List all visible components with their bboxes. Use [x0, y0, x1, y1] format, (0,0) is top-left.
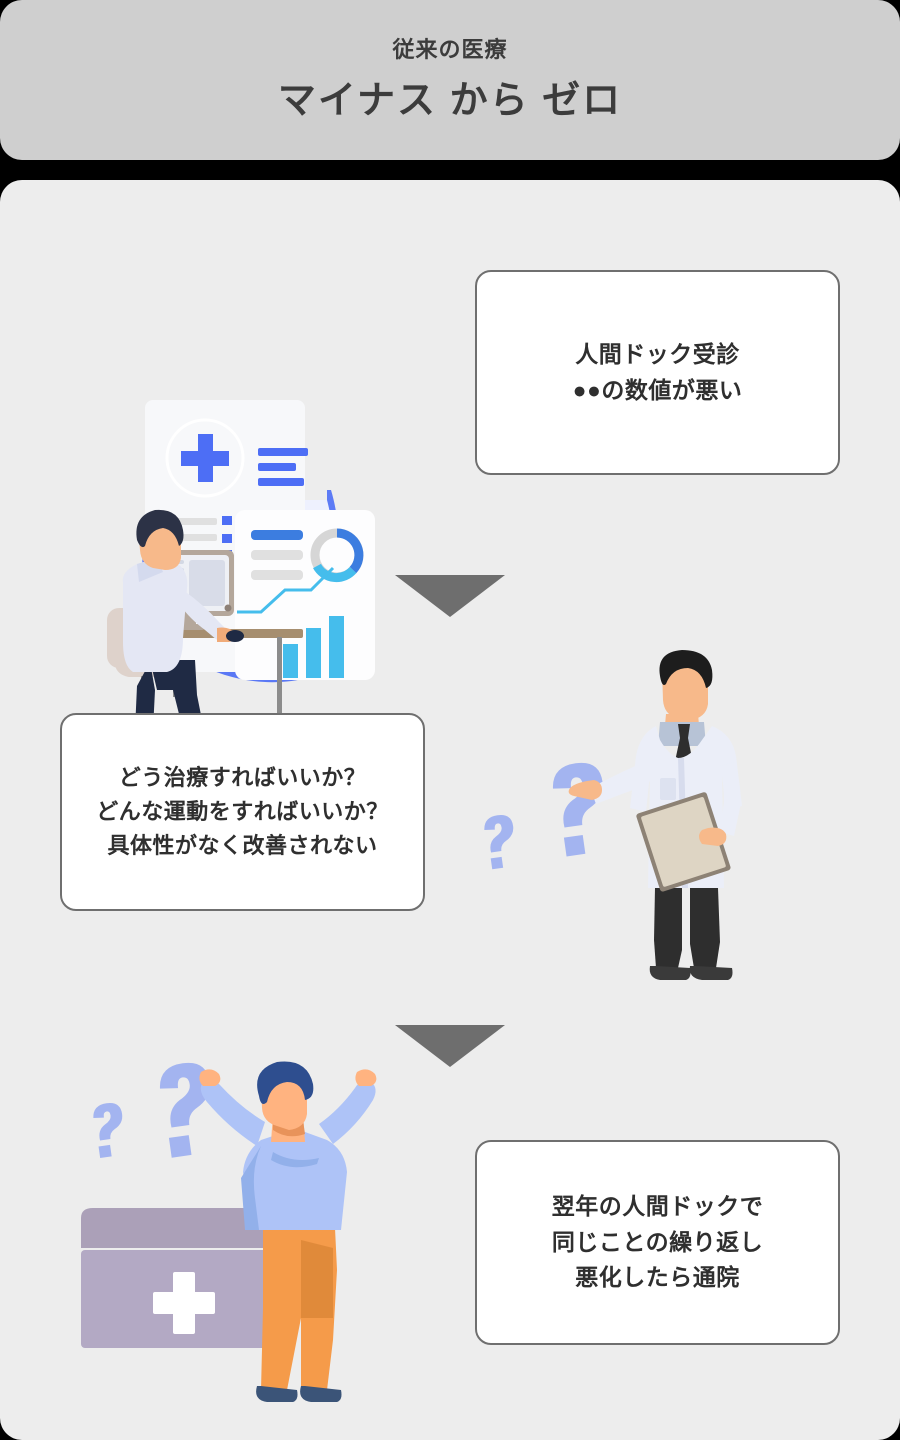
body-panel: 人間ドック受診 ●●の数値が悪い [0, 180, 900, 1440]
step-2-card-line-2: どんな運動をすればいいか？ [96, 798, 389, 824]
step-3-card-line-2: 同じことの繰り返し [551, 1228, 764, 1255]
step-2-card: どう治療すればいいか？ どんな運動をすればいいか？ 具体性がなく改善されない [60, 713, 425, 911]
header-panel: 従来の医療 マイナス から ゼロ [0, 0, 900, 160]
arrow-step-2-to-3 [395, 1025, 505, 1067]
step-3-card: 翌年の人間ドックで 同じことの繰り返し 悪化したら通院 [475, 1140, 840, 1345]
question-mark-small [93, 1102, 123, 1159]
header-title: マイナス から ゼロ [277, 80, 623, 123]
arrow-step-1-to-2 [395, 575, 505, 617]
question-mark-large [159, 1062, 210, 1158]
step-2-card-line-3: 具体性がなく改善されない [107, 833, 378, 859]
step-3-card-line-1: 翌年の人間ドックで [551, 1193, 764, 1220]
doctor-pointing-illustration [450, 650, 770, 1000]
step-1-card-line-2: ●●の数値が悪い [572, 376, 743, 403]
doctor-at-desk-illustration [95, 390, 395, 755]
step-2-card-line-1: どう治療すればいいか？ [118, 764, 367, 790]
step-1-card: 人間ドック受診 ●●の数値が悪い [475, 270, 840, 475]
confused-man-illustration [65, 1060, 405, 1425]
question-mark-large [552, 762, 603, 857]
header-subtitle: 従来の医療 [392, 36, 508, 62]
question-mark-small [484, 814, 514, 870]
step-1-card-line-1: 人間ドック受診 [575, 340, 740, 367]
step-3-card-line-3: 悪化したら通院 [575, 1264, 740, 1291]
